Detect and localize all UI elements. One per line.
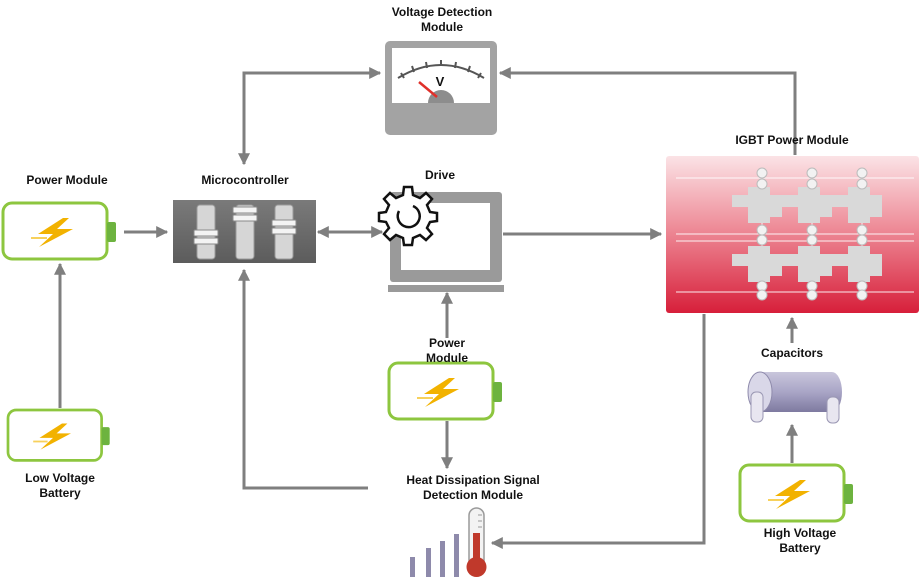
arrow-igbt-heat: [490, 314, 706, 549]
signal-bars-icon: [410, 534, 459, 577]
voltage-detection-label: Voltage Detection Module: [391, 5, 493, 34]
capacitors-label: Capacitors: [760, 346, 824, 360]
voltmeter-icon: V: [385, 41, 497, 135]
arrow-heat-mcu: [238, 268, 368, 490]
microcontroller-icon: [173, 200, 316, 263]
high-voltage-battery-label: High Voltage Battery: [763, 526, 837, 555]
low-voltage-battery-icon: [6, 408, 112, 462]
arrow-mcu-voltage: [238, 67, 382, 166]
low-voltage-battery-label: Low Voltage Battery: [25, 471, 95, 500]
igbt-label: IGBT Power Module: [735, 133, 849, 147]
igbt-module-icon: [666, 156, 919, 313]
gauge-unit: V: [436, 74, 445, 89]
high-voltage-battery-icon: [738, 463, 855, 523]
connectors: [54, 67, 798, 549]
arrow-igbt-voltage: [498, 67, 797, 155]
power-module-left-battery-icon: [1, 201, 118, 261]
power-module-left-label: Power Module: [26, 173, 108, 187]
heat-dissipation-label: Heat Dissipation Signal Detection Module: [406, 473, 540, 502]
power-module-center-label: Power Module: [426, 336, 468, 365]
capacitor-icon: [747, 371, 842, 424]
gear-icon: [377, 185, 439, 247]
microcontroller-label: Microcontroller: [201, 173, 289, 187]
drive-label: Drive: [424, 168, 456, 182]
thermometer-icon: [466, 507, 487, 577]
power-module-center-battery-icon: [387, 361, 504, 421]
